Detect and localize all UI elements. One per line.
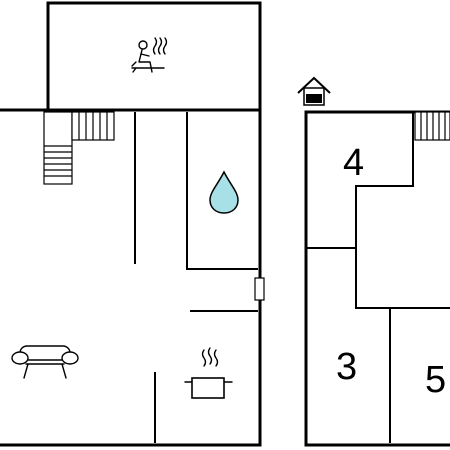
house-entrance-icon	[297, 76, 331, 106]
sauna-room	[46, 1, 262, 112]
stairs-icon	[414, 111, 450, 141]
room-number-4: 4	[343, 142, 364, 184]
bathroom-drop-icon	[209, 170, 239, 214]
stairs-icon	[43, 111, 115, 185]
kitchen-pot-icon	[184, 347, 233, 399]
sauna-icon	[131, 37, 168, 73]
right-unit-walls	[304, 110, 450, 447]
door	[254, 277, 265, 301]
room-number-3: 3	[336, 346, 357, 388]
room-number-5: 5	[425, 359, 446, 401]
sofa-icon	[11, 345, 79, 379]
